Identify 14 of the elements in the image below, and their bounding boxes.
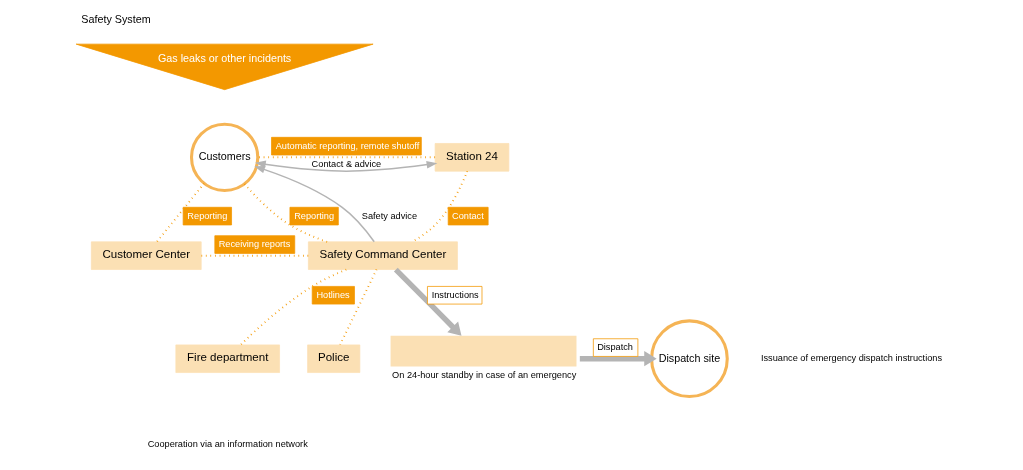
diagram-title: Safety System: [80, 12, 151, 25]
edge-label: Instructions: [431, 290, 479, 301]
label: Cooperation via an information network: [147, 439, 308, 450]
edge-label: Reporting: [293, 210, 334, 221]
edge-label: Receiving reports: [218, 239, 290, 250]
edge-label: Contact: [451, 210, 484, 221]
edge-label: Dispatch: [596, 342, 633, 353]
edge-label: Contact & advice: [311, 158, 381, 169]
edge-label: Reporting: [186, 210, 227, 221]
edge-label: Hotlines: [315, 290, 350, 301]
label: Issuance of emergency dispatch instructions: [760, 353, 942, 364]
edge-label: Safety advice: [361, 210, 417, 221]
node-label: On 24-hour standby in case of an emergency: [391, 370, 576, 381]
edge-label: Automatic reporting, remote shutoff: [275, 140, 419, 151]
